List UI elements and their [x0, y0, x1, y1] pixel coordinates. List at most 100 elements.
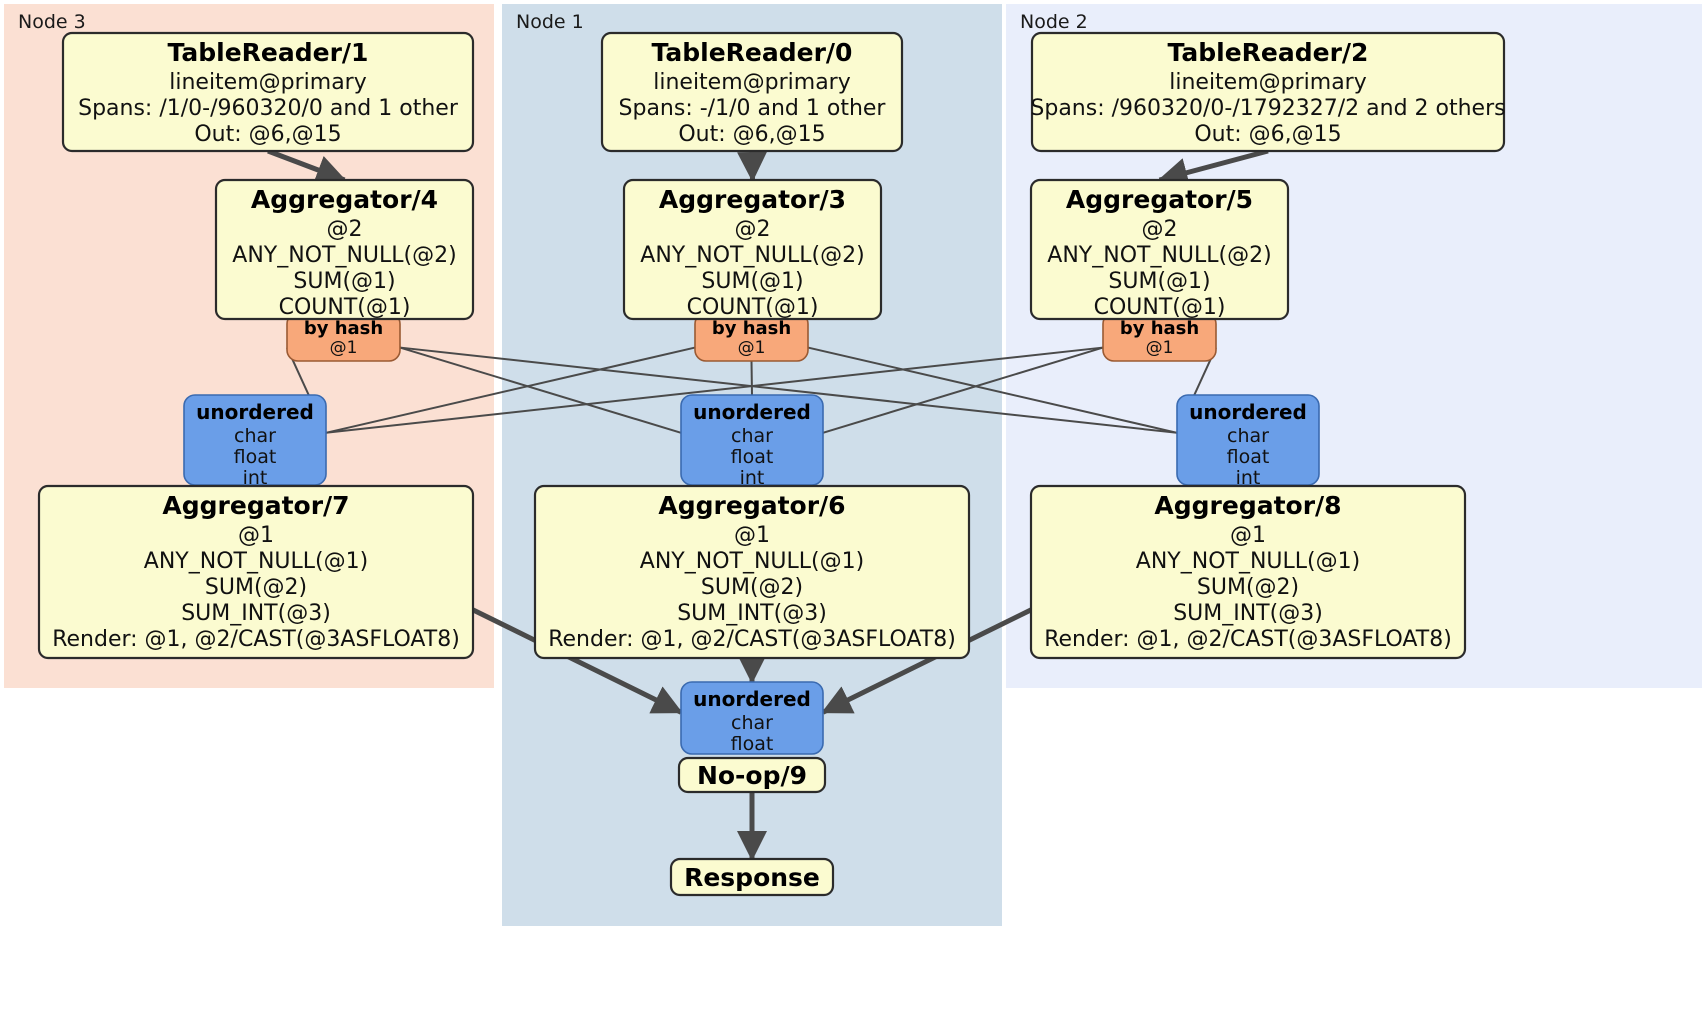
router-by-hash-3[interactable]: by hash@1 — [694, 312, 809, 362]
processor-detail-line: ANY_NOT_NULL(@1) — [144, 549, 368, 574]
router-subtitle: @1 — [738, 338, 766, 358]
processor-no-op-9[interactable]: No-op/9 — [677, 756, 827, 794]
processor-detail-line: SUM(@1) — [701, 269, 803, 294]
processor-detail-line: Render: @1, @2/CAST(@3ASFLOAT8) — [548, 627, 956, 652]
processor-title: Aggregator/7 — [162, 491, 349, 520]
processor-title: Aggregator/5 — [1066, 185, 1253, 214]
processor-box[interactable] — [1030, 31, 1506, 153]
processor-detail-line: SUM(@1) — [1108, 269, 1210, 294]
panel-label: Node 1 — [516, 11, 584, 33]
processor-detail-line: @2 — [1142, 217, 1178, 242]
panel-label: Node 2 — [1020, 11, 1088, 33]
receiver-title: unordered — [693, 687, 811, 711]
receiver-type-line: float — [731, 446, 774, 468]
processor-detail-line: SUM(@2) — [701, 575, 803, 600]
processor-aggregator-5[interactable]: Aggregator/5 @2ANY_NOT_NULL(@2)SUM(@1)COU… — [1029, 178, 1290, 321]
processor-box[interactable] — [1029, 484, 1467, 660]
processor-detail-line: ANY_NOT_NULL(@2) — [1047, 243, 1271, 268]
router-subtitle: @1 — [1146, 338, 1174, 358]
router-by-hash-4[interactable]: by hash@1 — [286, 312, 401, 362]
processor-detail-line: COUNT(@1) — [279, 295, 411, 320]
receiver-type-line: char — [731, 712, 773, 734]
processor-detail-line: ANY_NOT_NULL(@2) — [640, 243, 864, 268]
processor-detail-line: SUM(@1) — [293, 269, 395, 294]
processor-title: Response — [684, 863, 820, 892]
processor-detail-line: Out: @6,@15 — [678, 122, 825, 147]
processor-detail-line: Spans: -/1/0 and 1 other — [619, 96, 887, 121]
processor-box[interactable] — [37, 484, 475, 660]
router-title: by hash — [304, 318, 383, 339]
router-subtitle: @1 — [330, 338, 358, 358]
processor-detail-line: COUNT(@1) — [687, 295, 819, 320]
edge-e-tr0-agg3 — [737, 150, 768, 182]
processor-detail-line: Spans: /960320/0-/1792327/2 and 2 others — [1030, 96, 1505, 121]
router-by-hash-5[interactable]: by hash@1 — [1102, 312, 1217, 362]
processor-title: TableReader/2 — [1168, 38, 1369, 67]
receiver-type-line: float — [234, 446, 277, 468]
processor-aggregator-4[interactable]: Aggregator/4@2ANY_NOT_NULL(@2)SUM(@1)COU… — [214, 178, 475, 321]
receiver-type-line: int — [740, 467, 765, 489]
processor-title: Aggregator/4 — [251, 185, 438, 214]
receiver-type-line: char — [234, 425, 276, 447]
processor-aggregator-6[interactable]: Aggregator/6@1ANY_NOT_NULL(@1)SUM(@2)SUM… — [533, 484, 971, 660]
processor-detail-line: SUM_INT(@3) — [181, 601, 331, 626]
receiver-box[interactable] — [680, 681, 824, 755]
receiver-type-line: float — [731, 733, 774, 755]
processor-detail-line: SUM(@2) — [205, 575, 307, 600]
edge-e-hash3-recv6 — [750, 360, 753, 396]
processor-box[interactable] — [622, 178, 883, 321]
processor-box[interactable] — [61, 31, 475, 153]
edge-e-hash5-recv7 — [325, 346, 1104, 434]
processor-detail-line: SUM_INT(@3) — [677, 601, 827, 626]
router-title: by hash — [712, 318, 791, 339]
edge-e-tr2-agg5 — [1157, 148, 1269, 188]
processor-aggregator-3[interactable]: Aggregator/3@2ANY_NOT_NULL(@2)SUM(@1)COU… — [622, 178, 883, 321]
processor-box[interactable] — [214, 178, 475, 321]
processor-detail-line: SUM(@2) — [1197, 575, 1299, 600]
processor-response[interactable]: Response — [669, 857, 835, 897]
processor-title: TableReader/1 — [168, 38, 369, 67]
processor-detail-line: lineitem@primary — [1169, 70, 1367, 95]
processor-detail-line: SUM_INT(@3) — [1173, 601, 1323, 626]
processor-aggregator-8[interactable]: Aggregator/8 @1ANY_NOT_NULL(@1)SUM(@2)SUM… — [1029, 484, 1467, 660]
receiver-type-line: float — [1227, 446, 1270, 468]
processor-detail-line: @1 — [1230, 523, 1266, 548]
processor-aggregator-7[interactable]: Aggregator/7 @1ANY_NOT_NULL(@1)SUM(@2)SUM… — [37, 484, 475, 660]
processor-detail-line: ANY_NOT_NULL(@1) — [1136, 549, 1360, 574]
receiver-type-line: int — [243, 467, 268, 489]
processor-box[interactable] — [600, 31, 904, 153]
processor-title: No-op/9 — [697, 761, 807, 790]
processor-detail-line: @2 — [327, 217, 363, 242]
processor-box[interactable] — [1029, 178, 1290, 321]
processor-title: TableReader/0 — [652, 38, 853, 67]
receiver-type-line: char — [731, 425, 773, 447]
edge-e-agg8-final — [821, 607, 1033, 715]
processor-box[interactable] — [677, 756, 827, 794]
processor-title: Aggregator/6 — [658, 491, 845, 520]
processor-detail-line: @2 — [735, 217, 771, 242]
processor-title: Aggregator/8 — [1154, 491, 1341, 520]
processor-detail-line: ANY_NOT_NULL(@1) — [640, 549, 864, 574]
edge-e-agg7-final — [471, 607, 683, 715]
processor-detail-line: Out: @6,@15 — [1194, 122, 1341, 147]
processor-detail-line: COUNT(@1) — [1094, 295, 1226, 320]
edge-e-hash4-recv8 — [399, 346, 1178, 434]
receiver-title: unordered — [196, 400, 314, 424]
edge-e-hash5-recv6 — [822, 346, 1104, 434]
processor-detail-line: Render: @1, @2/CAST(@3ASFLOAT8) — [1044, 627, 1452, 652]
processor-box[interactable] — [669, 857, 835, 897]
processor-detail-line: @1 — [238, 523, 274, 548]
processor-detail-line: Render: @1, @2/CAST(@3ASFLOAT8) — [52, 627, 460, 652]
edge-e-hash3-recv7 — [325, 346, 696, 434]
processor-box[interactable] — [533, 484, 971, 660]
